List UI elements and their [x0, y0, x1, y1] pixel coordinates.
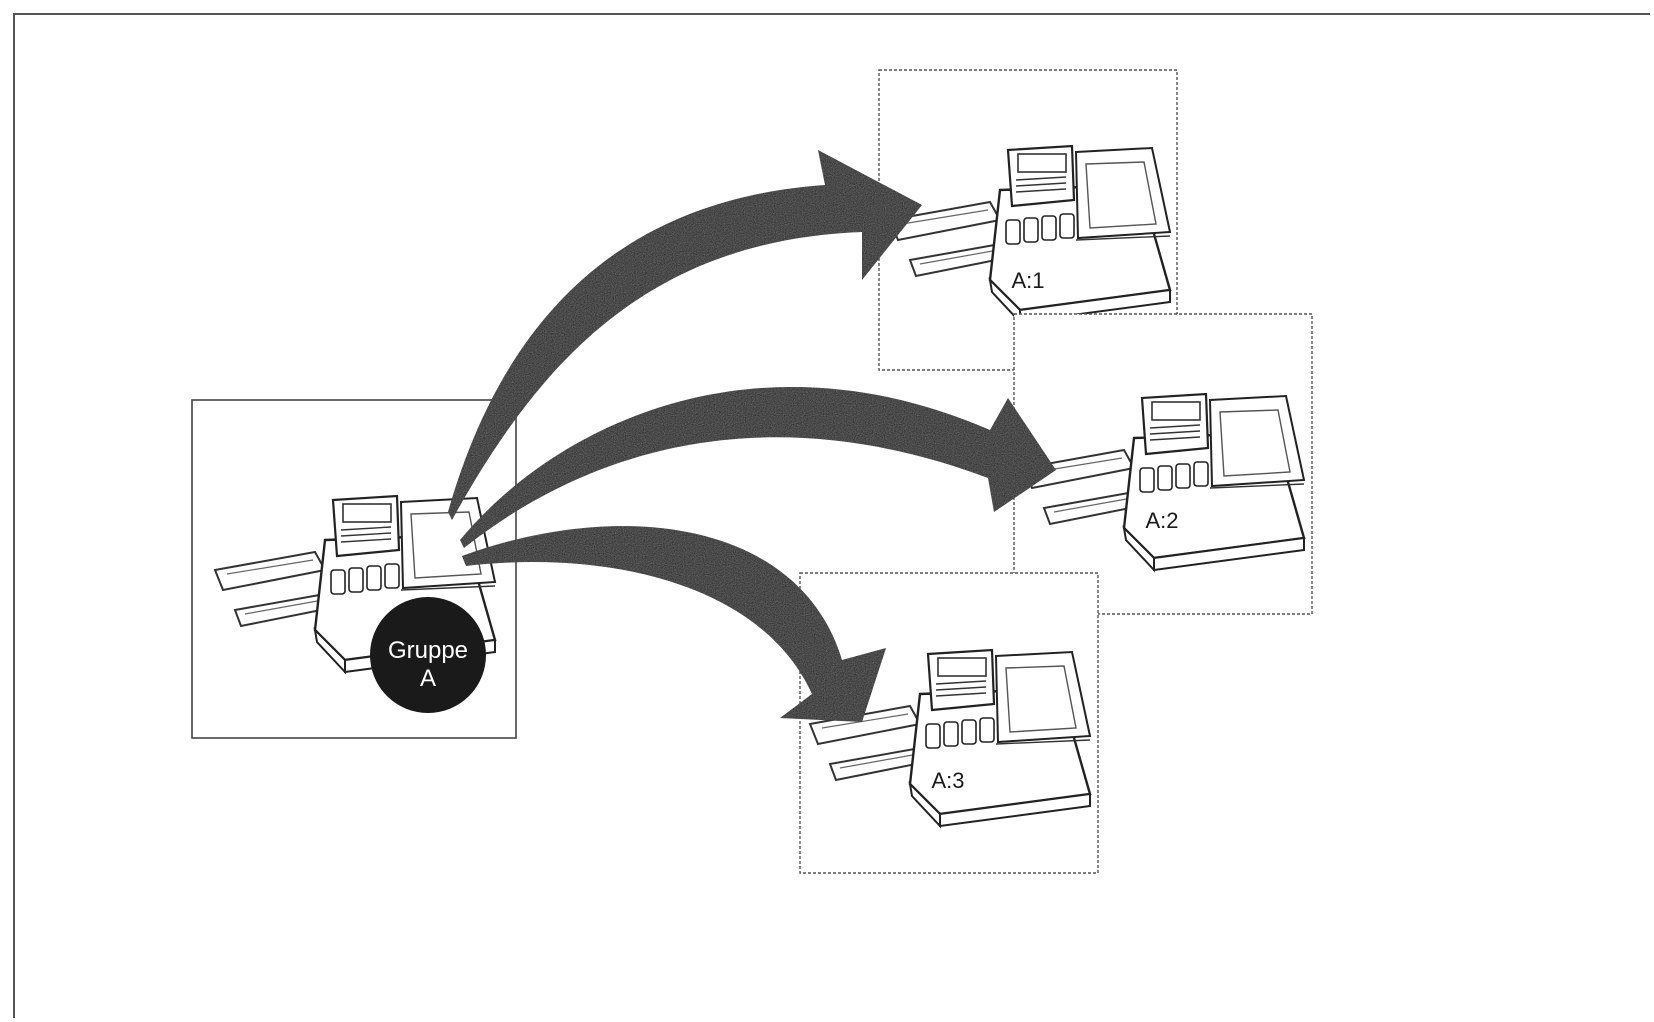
group-badge-line2: A — [420, 665, 436, 692]
recipient-label-1: A:1 — [1011, 268, 1044, 293]
recipient-label-2: A:2 — [1145, 508, 1178, 533]
source-fax-box: Gruppe A — [192, 400, 516, 738]
arrow-to-recipient-1 — [448, 150, 922, 520]
recipient-fax-box-2: A:2 — [1014, 314, 1312, 614]
arrow-to-recipient-2 — [460, 387, 1056, 548]
recipient-label-3: A:3 — [931, 768, 964, 793]
recipient-fax-box-3: A:3 — [800, 573, 1098, 873]
group-badge: Gruppe A — [370, 597, 486, 713]
arrow-to-recipient-3 — [462, 526, 886, 722]
group-badge-line1: Gruppe — [388, 637, 468, 664]
